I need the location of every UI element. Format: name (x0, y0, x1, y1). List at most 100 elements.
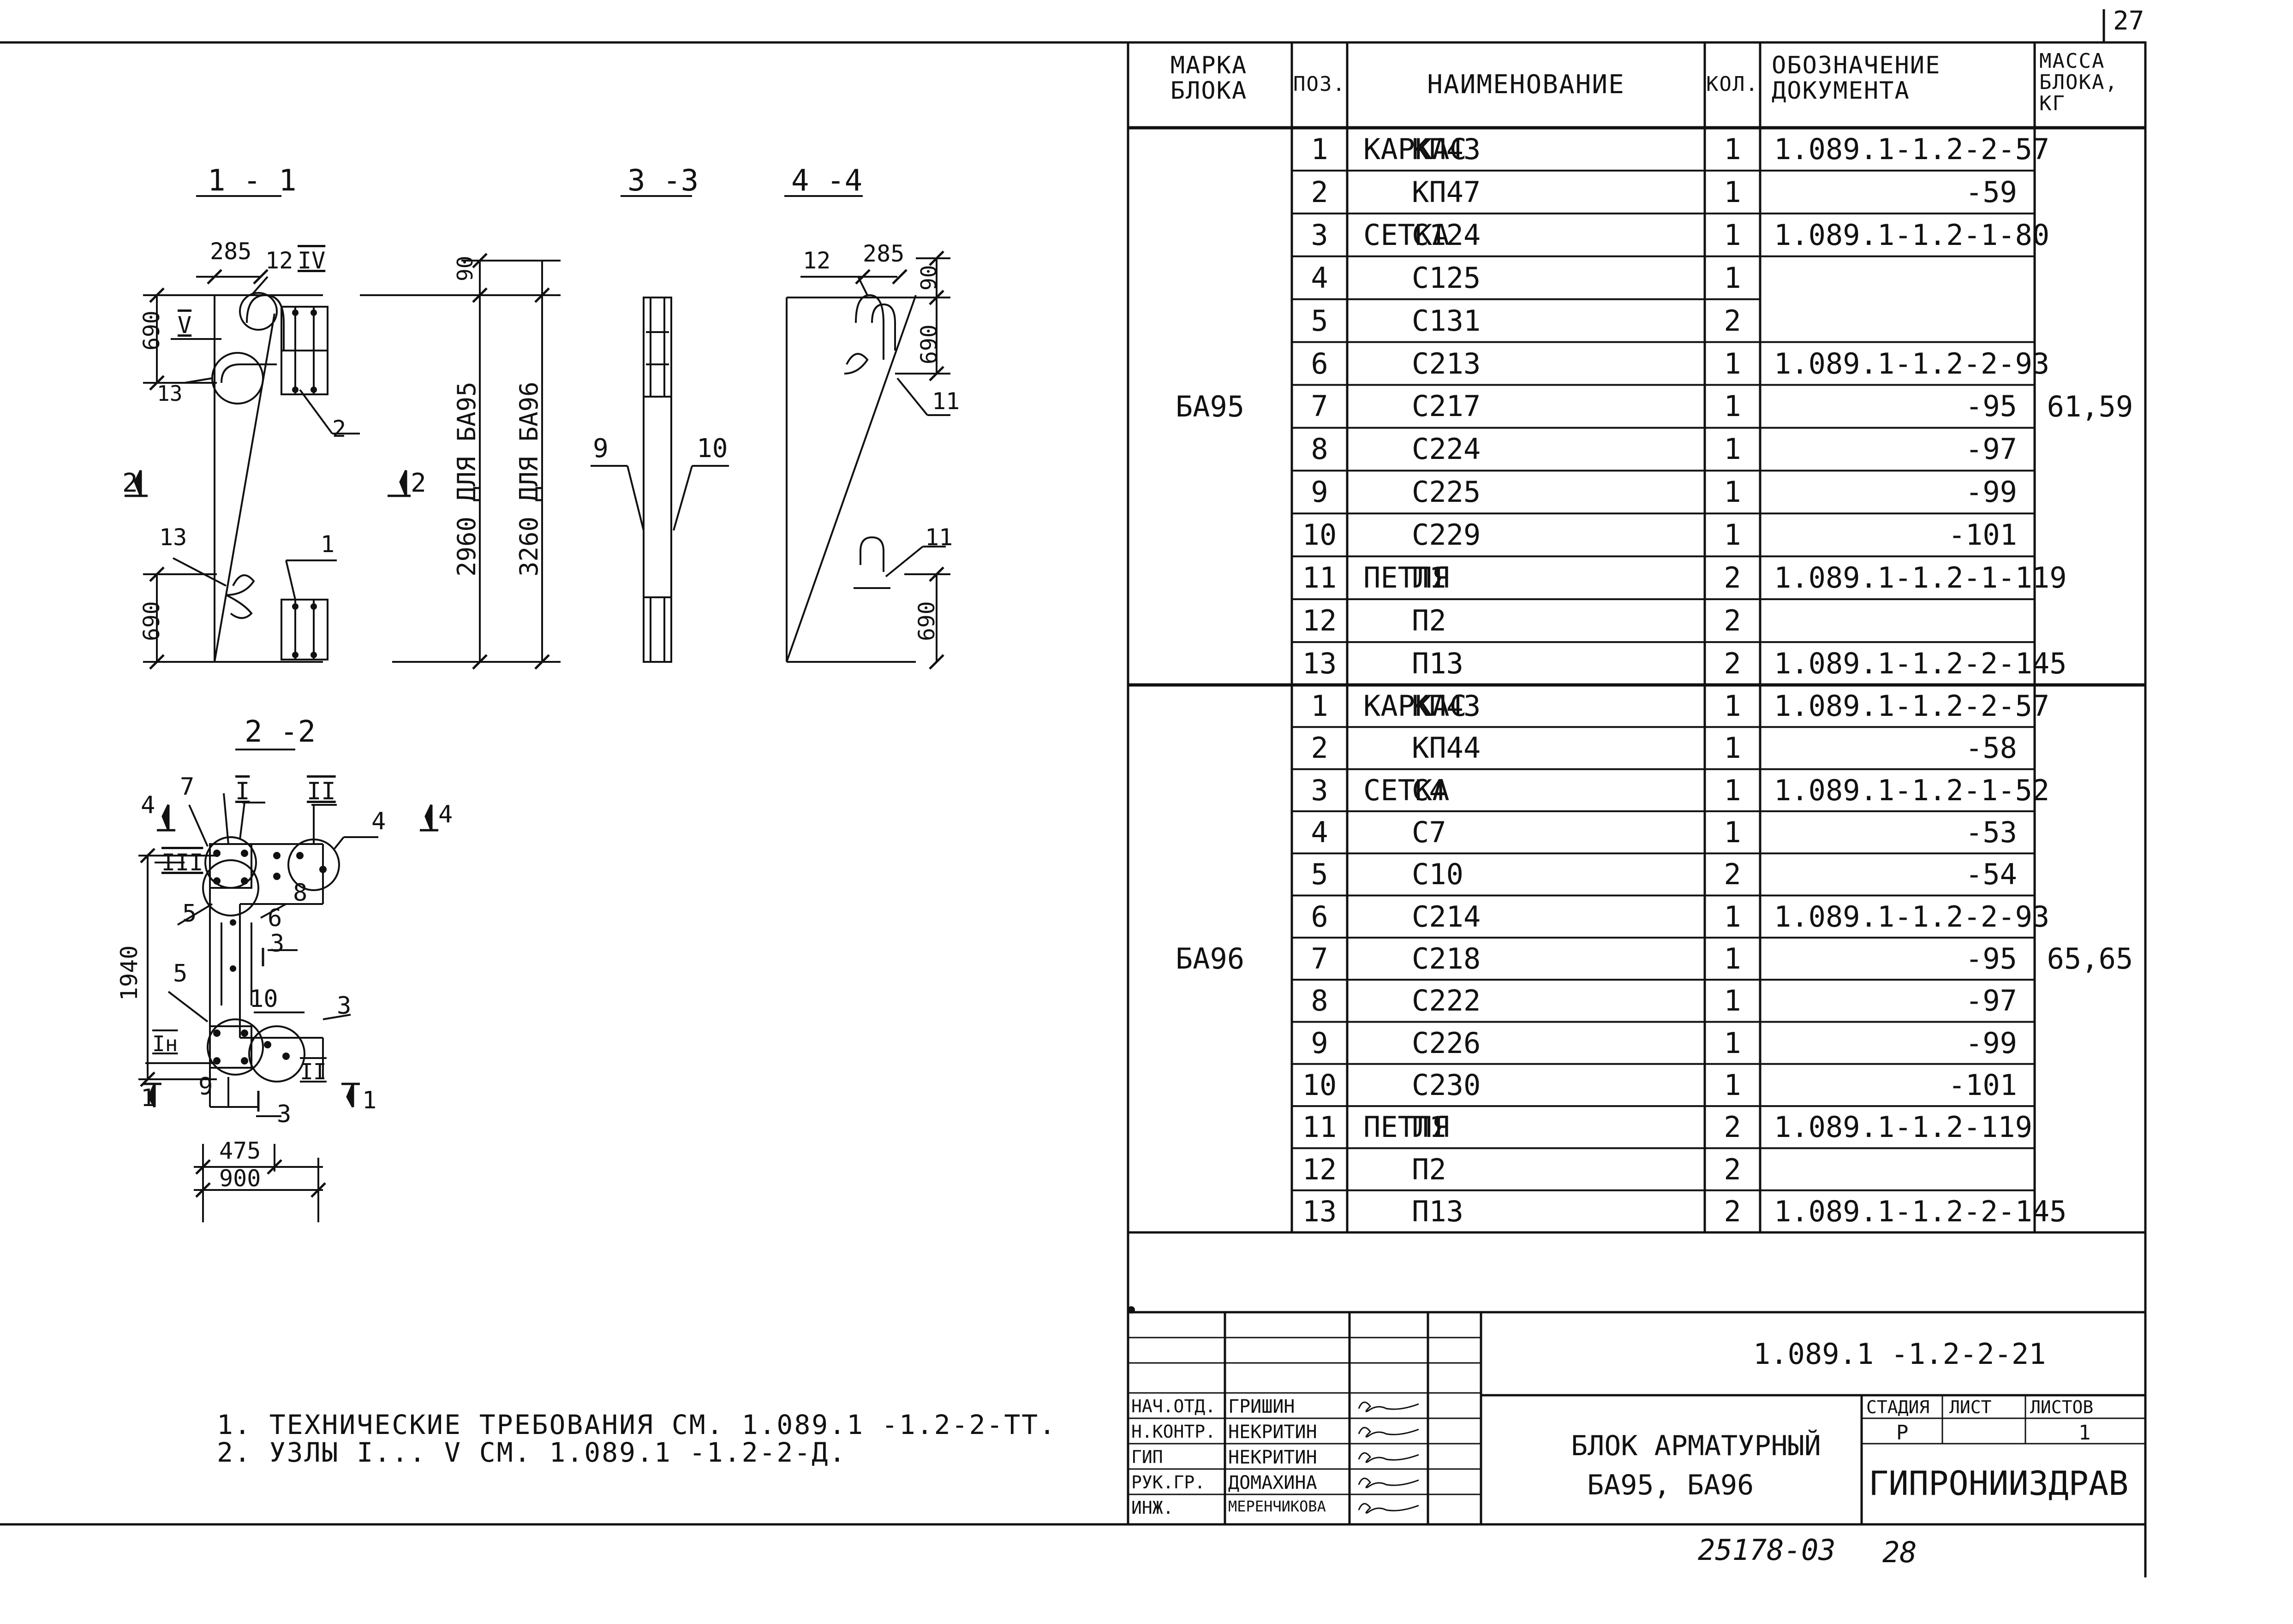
row-item-name: С213 (1412, 346, 1481, 381)
row-item-type: КАРКАС (1363, 689, 1467, 723)
signer-role: РУК.ГР. (1131, 1472, 1206, 1493)
page-number: 28 (1882, 1535, 1917, 1569)
row-item-type: СЕТКА (1363, 218, 1450, 252)
dim-height-ba96: 3260 ДЛЯ БА96 (514, 381, 543, 577)
note-1: 1. ТЕХНИЧЕСКИЕ ТРЕБОВАНИЯ СМ. 1.089.1 -1… (217, 1409, 1057, 1440)
dim-label: 8 (293, 879, 308, 907)
dim-label: 10 (249, 985, 278, 1013)
row-document: -58 (1965, 731, 2017, 765)
row-pos: 7 (1311, 941, 1328, 976)
row-pos: 5 (1311, 303, 1328, 338)
signer-role: Н.КОНТР. (1131, 1422, 1216, 1442)
stage-value: Р (1896, 1421, 1909, 1445)
sheets-value: 1 (2078, 1421, 2091, 1445)
row-item-name: С229 (1412, 518, 1481, 552)
col-header-mark: МАРКА БЛОКА (1170, 52, 1248, 105)
row-pos: 1 (1311, 132, 1328, 166)
row-document: 1.089.1-1.2-1-119 (1774, 561, 2067, 595)
col-header-mass: МАССА БЛОКА, КГ (2039, 49, 2118, 116)
dim-label: III (161, 849, 203, 876)
dim-label: Iн (152, 1031, 178, 1056)
dim-label: 2 (122, 468, 138, 498)
note-2: 2. УЗЛЫ I... V СМ. 1.089.1 -1.2-2-Д. (217, 1437, 847, 1468)
row-document: 1.089.1-1.2-2-57 (1774, 132, 2050, 166)
row-item-type: КАРКАС (1363, 132, 1467, 166)
dim-label: II (307, 778, 336, 805)
sheet-number: 27 (2113, 6, 2144, 36)
row-pos: 12 (1302, 1152, 1337, 1186)
signer-name: НЕКРИТИН (1228, 1422, 1317, 1443)
row-qty: 2 (1724, 561, 1741, 595)
row-document: -95 (1965, 389, 2017, 423)
stage-label: СТАДИЯ (1866, 1397, 1930, 1417)
row-qty: 1 (1724, 261, 1741, 295)
title-line-2: БА95, БА96 (1587, 1469, 1754, 1501)
signer-role: НАЧ.ОТД. (1131, 1396, 1216, 1416)
row-qty: 1 (1724, 346, 1741, 381)
dim-label: 13 (157, 381, 183, 406)
row-qty: 1 (1724, 731, 1741, 765)
section-title-4-4: 4 -4 (791, 164, 863, 198)
row-item-name: С222 (1412, 984, 1481, 1018)
row-document: -54 (1965, 857, 2017, 892)
dim-label: 4 (141, 791, 155, 819)
row-document: -97 (1965, 984, 2017, 1018)
dim-label: 690 (916, 324, 942, 364)
col-header-name: НАИМЕНОВАНИЕ (1427, 70, 1625, 100)
dim-label: IV (298, 247, 326, 274)
signature-scribble (1358, 1452, 1419, 1463)
row-qty: 1 (1724, 899, 1741, 934)
row-pos: 9 (1311, 1026, 1328, 1060)
row-qty: 2 (1724, 1194, 1741, 1228)
row-pos: 10 (1302, 1068, 1337, 1102)
section-title-2-2: 2 -2 (245, 715, 316, 749)
row-document: 1.089.1-1.2-2-93 (1774, 346, 2050, 381)
inventory-number: 25178-03 (1698, 1533, 1836, 1567)
row-document: 1.089.1-1.2-2-145 (1774, 1194, 2067, 1228)
row-pos: 6 (1311, 899, 1328, 934)
row-document (1760, 599, 2035, 642)
signer-name: ДОМАХИНА (1228, 1472, 1317, 1493)
dim-label: 12 (803, 247, 831, 274)
row-document: -95 (1965, 941, 2017, 976)
row-item-name: С124 (1412, 218, 1481, 252)
block-mass: 65,65 (2047, 942, 2133, 976)
row-qty: 1 (1724, 432, 1741, 466)
dim-label: 9 (593, 434, 609, 464)
row-document: -101 (1948, 518, 2017, 552)
row-item-name: С226 (1412, 1026, 1481, 1060)
row-document: -97 (1965, 432, 2017, 466)
row-qty: 1 (1724, 389, 1741, 423)
row-pos: 13 (1302, 1194, 1337, 1228)
row-pos: 2 (1311, 731, 1328, 765)
row-pos: 7 (1311, 389, 1328, 423)
section-title-1-1: 1 - 1 (208, 164, 297, 198)
row-pos: 5 (1311, 857, 1328, 892)
row-pos: 6 (1311, 346, 1328, 381)
row-item-name: КП44 (1412, 731, 1481, 765)
dim-label: 2 (411, 468, 426, 498)
row-pos: 3 (1311, 218, 1328, 252)
dim-label: 90 (916, 265, 941, 291)
signer-name: МЕРЕНЧИКОВА (1228, 1498, 1326, 1515)
row-qty: 1 (1724, 1026, 1741, 1060)
row-document: -99 (1965, 1026, 2017, 1060)
document-code: 1.089.1 -1.2-2-21 (1753, 1337, 2046, 1371)
row-item-name: КП47 (1412, 175, 1481, 209)
row-qty: 1 (1724, 1068, 1741, 1102)
dim-label: 1940 (116, 945, 143, 1001)
dim-label: II (300, 1059, 327, 1085)
row-pos: 10 (1302, 518, 1337, 552)
row-document (1760, 1148, 2035, 1190)
dim-label: 1 (321, 531, 335, 558)
row-item-name: С131 (1412, 303, 1481, 338)
row-pos: 8 (1311, 432, 1328, 466)
row-document: -101 (1948, 1068, 2017, 1102)
row-qty: 1 (1724, 773, 1741, 807)
dim-label: I (235, 778, 250, 805)
signer-role: ИНЖ. (1131, 1498, 1174, 1518)
row-pos: 12 (1302, 604, 1337, 638)
section-title-3-3: 3 -3 (627, 164, 699, 198)
row-qty: 1 (1724, 815, 1741, 850)
row-pos: 11 (1302, 1110, 1337, 1144)
